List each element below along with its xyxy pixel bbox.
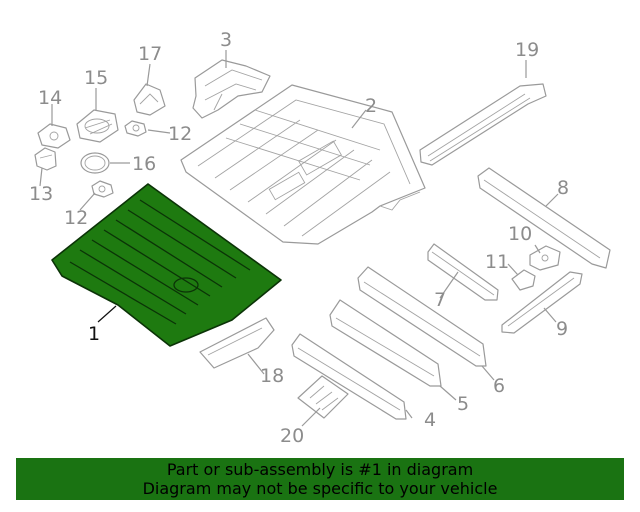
callout-12-lower: 12 — [64, 207, 88, 229]
part-5-crossmember[interactable] — [329, 299, 442, 387]
part-12-plug-upper[interactable] — [124, 120, 147, 137]
callout-13: 13 — [29, 183, 53, 205]
part-4-crossmember[interactable] — [291, 333, 407, 420]
callout-17: 17 — [138, 43, 162, 65]
callout-12-upper: 12 — [168, 123, 192, 145]
notice-banner: Part or sub-assembly is #1 in diagram Di… — [16, 458, 624, 500]
part-1-floor-panel[interactable] — [51, 183, 282, 347]
callout-8: 8 — [557, 177, 569, 199]
banner-line-2: Diagram may not be specific to your vehi… — [142, 479, 498, 498]
part-16-ring[interactable] — [80, 152, 110, 174]
part-19-rail[interactable] — [419, 83, 547, 166]
callout-7: 7 — [434, 289, 446, 311]
callout-18: 18 — [260, 365, 284, 387]
leader-lines — [39, 50, 559, 427]
part-3-bracket[interactable] — [192, 59, 271, 119]
callout-14: 14 — [38, 87, 62, 109]
part-13-clip[interactable] — [34, 147, 57, 171]
callout-3: 3 — [220, 29, 232, 51]
callout-20: 20 — [280, 425, 304, 447]
callout-16: 16 — [132, 153, 156, 175]
part-14-plate[interactable] — [37, 123, 71, 149]
part-15-cap[interactable] — [76, 109, 119, 143]
callout-19: 19 — [515, 39, 539, 61]
callout-2: 2 — [365, 95, 377, 117]
callout-10: 10 — [508, 223, 532, 245]
callout-1: 1 — [88, 323, 100, 345]
part-17-mount[interactable] — [133, 83, 166, 116]
callout-9: 9 — [556, 318, 568, 340]
callout-6: 6 — [493, 375, 505, 397]
callout-5: 5 — [457, 393, 469, 415]
part-7-crossmember[interactable] — [427, 243, 499, 301]
callout-4: 4 — [424, 409, 436, 431]
part-6-crossmember[interactable] — [357, 266, 487, 367]
callout-11: 11 — [485, 251, 509, 273]
part-18-panel[interactable] — [199, 317, 275, 369]
parts-diagram: 1 2 3 4 5 6 7 8 9 10 11 12 12 13 14 15 1… — [29, 29, 611, 447]
banner-line-1: Part or sub-assembly is #1 in diagram — [166, 460, 474, 479]
part-10-bracket[interactable] — [529, 245, 561, 271]
part-2-floor-pan[interactable] — [180, 84, 426, 245]
part-12-plug-lower[interactable] — [91, 180, 114, 198]
callout-15: 15 — [84, 67, 108, 89]
part-8-rail[interactable] — [477, 167, 611, 269]
part-20-plate[interactable] — [297, 375, 349, 419]
part-9-crossmember[interactable] — [501, 271, 583, 334]
